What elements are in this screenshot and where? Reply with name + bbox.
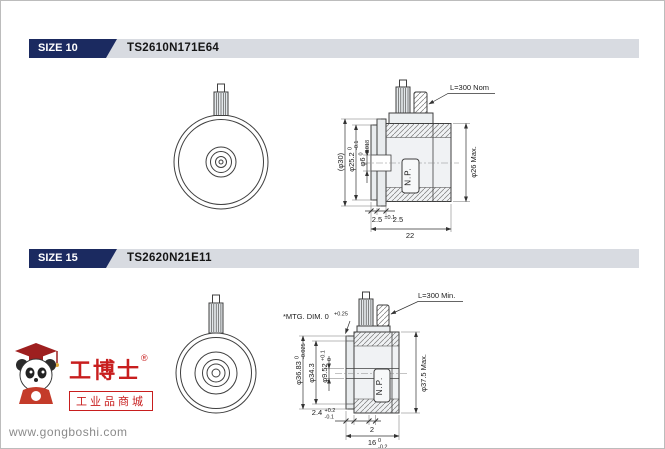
dim-od-max: φ26 Max. xyxy=(469,146,478,178)
svg-text:+0.1: +0.1 xyxy=(321,350,327,361)
brand-name: 工博士 xyxy=(69,358,142,383)
size10-front-view xyxy=(173,83,269,210)
cable-exit xyxy=(376,304,390,327)
svg-text:0: 0 xyxy=(378,438,381,444)
dim-bore-diameter: φ9.52 +0.1 0 xyxy=(320,350,333,383)
size15-side-view: N.P. xyxy=(335,291,409,414)
lead-length-label: L=300 Min. xyxy=(418,291,455,300)
dim-pilot-diameter: φ36.83 0 -0.025 xyxy=(294,343,307,384)
size15-dimensions: L=300 Min. *MTG. DIM. 0 +0.25 φ36.83 0 -… xyxy=(283,291,463,449)
dim-total-length: 16 0 -0.2 xyxy=(368,438,388,449)
svg-text:-0.025: -0.025 xyxy=(301,343,307,359)
cable-exit xyxy=(413,91,428,117)
size15-size-label: SIZE 15 xyxy=(29,249,117,268)
size10-header-bar: SIZE 10 TS2610N171E64 xyxy=(29,39,639,58)
np-label: N.P. xyxy=(375,377,384,396)
lead-length-label: L=300 Nom xyxy=(450,83,489,92)
size10-side-view: N.P. xyxy=(363,79,459,207)
size15-header-bar: SIZE 15 TS2620N21E11 xyxy=(29,249,639,268)
brand-row: 工博士® xyxy=(69,353,153,385)
size15-front-view xyxy=(175,294,257,414)
dim-step-length: 2 xyxy=(370,425,374,434)
brand-tagline: 工业品商城 xyxy=(69,391,153,411)
dim-flange-thickness: 2.5 xyxy=(393,215,403,224)
spline-shaft-side xyxy=(395,79,411,118)
size10-part-number: TS2610N171E64 xyxy=(127,42,220,54)
svg-text:0: 0 xyxy=(359,152,365,155)
dim-shaft-diameter: φ6 0 -0.018 xyxy=(358,140,371,167)
dim-pilot-diameter: φ25.2 0 -0.1 xyxy=(347,141,360,172)
svg-text:±0.1: ±0.1 xyxy=(385,215,396,221)
svg-text:φ6: φ6 xyxy=(358,157,367,166)
size15-part-number: TS2620N21E11 xyxy=(127,252,212,264)
dim-spigot-length: 2.5 ±0.1 xyxy=(372,215,395,224)
size10-size-label: SIZE 10 xyxy=(29,39,117,58)
svg-text:*MTG. DIM. 0: *MTG. DIM. 0 xyxy=(283,312,329,321)
size15-drawing: N.P. L=300 Min. *MTG. DIM. 0 +0.25 φ36.8… xyxy=(175,291,463,449)
brand-url: www.gongboshi.com xyxy=(9,425,128,439)
svg-text:0: 0 xyxy=(295,356,301,359)
svg-text:(φ30): (φ30) xyxy=(336,152,345,171)
svg-text:φ25.2: φ25.2 xyxy=(347,152,356,171)
svg-text:+0.25: +0.25 xyxy=(334,312,348,318)
gongboshi-logo: 工博士® 工业品商城 www.gongboshi.com xyxy=(9,341,169,439)
mtg-dim-label: *MTG. DIM. 0 +0.25 xyxy=(283,312,348,322)
spline-shaft-front xyxy=(213,83,229,116)
spline-shaft-side xyxy=(358,291,374,327)
svg-text:-0.018: -0.018 xyxy=(365,140,371,156)
svg-text:0: 0 xyxy=(327,358,333,361)
svg-text:φ37.5 Max.: φ37.5 Max. xyxy=(419,354,428,392)
svg-text:2.4: 2.4 xyxy=(312,408,322,417)
svg-text:φ9.52: φ9.52 xyxy=(320,363,329,382)
dim-total-length: 22 xyxy=(406,231,414,240)
svg-text:-0.1: -0.1 xyxy=(325,415,334,421)
svg-text:φ26 Max.: φ26 Max. xyxy=(469,146,478,178)
size10-drawing: N.P. L=300 Nom (φ30) φ25.2 0 -0.1 xyxy=(173,79,495,240)
np-label: N.P. xyxy=(404,167,413,186)
dim-od-max: φ37.5 Max. xyxy=(419,354,428,392)
svg-text:-0.1: -0.1 xyxy=(354,141,360,150)
dim-recess-diameter: φ34.3 xyxy=(307,363,316,382)
mascot-icon xyxy=(15,343,59,404)
dim-outer-diameter: (φ30) xyxy=(336,152,345,171)
registered-mark: ® xyxy=(141,353,148,363)
svg-text:16: 16 xyxy=(368,438,376,447)
dim-flange-thickness: 2.4 +0.2 -0.1 xyxy=(312,408,336,421)
svg-text:φ36.83: φ36.83 xyxy=(294,361,303,385)
svg-text:φ34.3: φ34.3 xyxy=(307,363,316,382)
svg-text:0: 0 xyxy=(348,147,354,150)
svg-text:+0.2: +0.2 xyxy=(325,408,336,414)
svg-text:2.5: 2.5 xyxy=(372,215,382,224)
spline-shaft-front xyxy=(208,294,224,334)
svg-text:-0.2: -0.2 xyxy=(378,445,387,449)
size10-dimensions: L=300 Nom (φ30) φ25.2 0 -0.1 xyxy=(336,83,495,240)
